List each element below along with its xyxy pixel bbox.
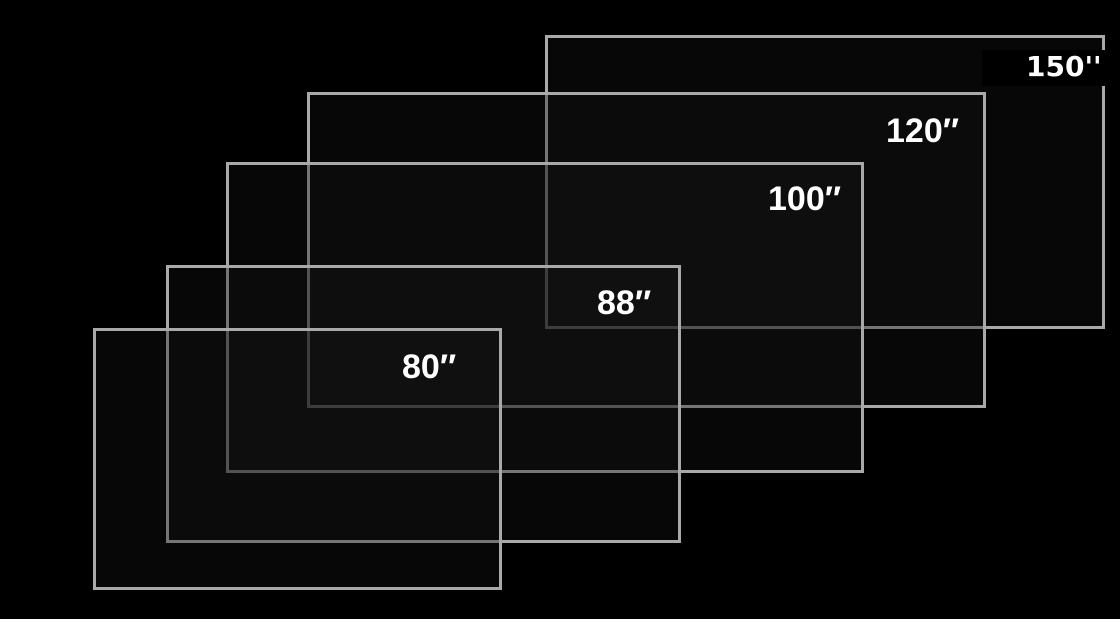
screen-100-label: 100″ (768, 180, 842, 218)
screen-88-outline (166, 265, 681, 543)
screen-120-label: 120″ (886, 112, 960, 150)
screen-88-label: 88″ (597, 284, 652, 322)
screen-80-outline (93, 328, 502, 590)
screen-150-label: 150'' (1026, 50, 1102, 83)
label-150-backdrop (982, 50, 1106, 86)
screen-80-label: 80″ (402, 348, 457, 386)
screen-120-outline (307, 92, 986, 408)
screen-100-outline (226, 162, 864, 473)
